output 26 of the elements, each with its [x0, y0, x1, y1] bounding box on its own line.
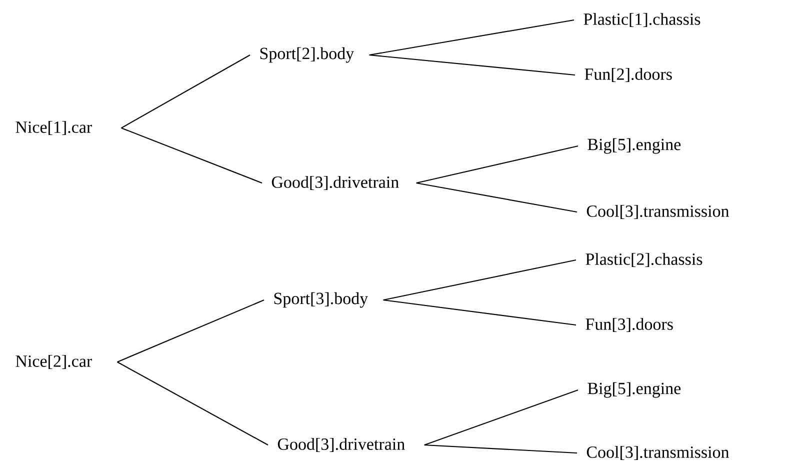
- node-label: Cool[3].transmission: [586, 204, 730, 220]
- node-label: Nice[2].car: [16, 354, 92, 370]
- node-label: Big[5].engine: [588, 382, 681, 398]
- branch-line: [121, 54, 250, 128]
- branch-line: [383, 299, 576, 326]
- branch-line: [424, 444, 578, 454]
- node-label: Fun[2].doors: [584, 68, 672, 82]
- branch-line: [416, 145, 578, 184]
- node-label: Good[3].drivetrain: [272, 176, 399, 190]
- branch-line: [383, 259, 576, 301]
- node-label: Sport[3].body: [274, 292, 368, 308]
- node-label: Good[3].drivetrain: [278, 438, 405, 452]
- branch-line: [117, 299, 264, 362]
- node-label: Fun[3].doors: [586, 318, 673, 332]
- node-label: Nice[1].car: [16, 120, 92, 136]
- branch-line: [121, 127, 262, 184]
- node-label: Sport[2].body: [260, 47, 354, 63]
- branch-line: [117, 362, 268, 446]
- branch-line: [369, 19, 574, 56]
- branch-line: [416, 182, 578, 213]
- branch-line: [424, 389, 578, 446]
- branch-line: [369, 54, 576, 76]
- node-label: Plastic[2].chassis: [586, 252, 702, 268]
- node-label: Big[5].engine: [588, 138, 681, 154]
- node-label: Plastic[1].chassis: [584, 12, 700, 28]
- node-label: Cool[3].transmission: [586, 446, 730, 460]
